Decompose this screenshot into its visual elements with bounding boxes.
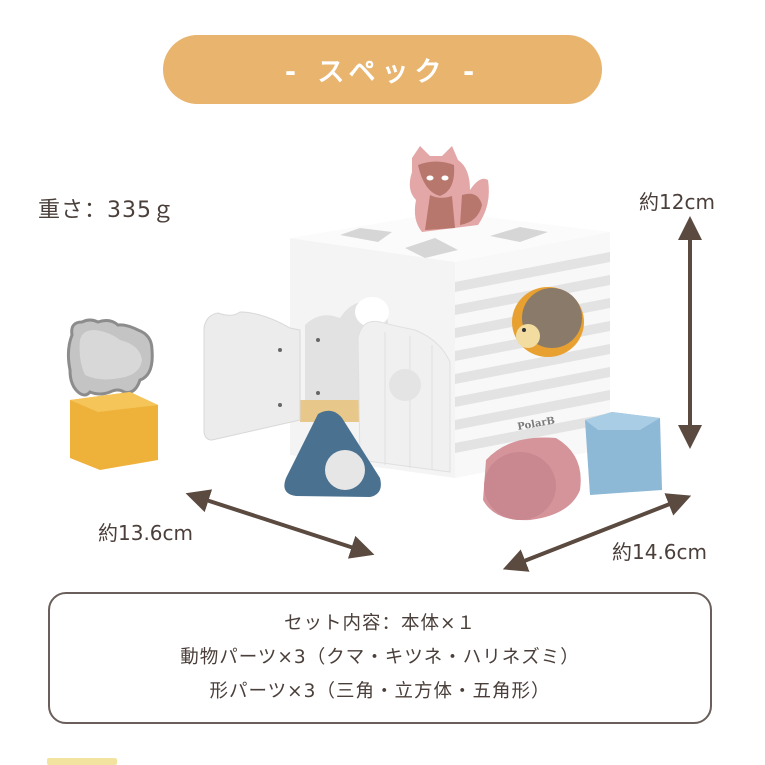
bear-figure (66, 318, 154, 397)
product-illustration: PolarB (66, 146, 702, 572)
bottom-accent-strip (47, 758, 117, 765)
yellow-cube (70, 392, 158, 470)
width-arrow (502, 493, 692, 572)
light-blue-pentagon (585, 412, 662, 495)
section-title-pill: - スペック - (163, 35, 602, 104)
pink-cylinder (483, 437, 581, 521)
section-title: - スペック - (284, 57, 481, 88)
depth-arrow (185, 489, 375, 559)
set-contents-box: セット内容：本体×１ 動物パーツ×3（クマ・キツネ・ハリネズミ） 形パーツ×3（… (48, 592, 712, 724)
shape-sorter-cube: PolarB (203, 212, 610, 478)
fox-figure (409, 146, 489, 232)
width-dimension-label: 約14.6cm (612, 540, 708, 564)
blue-triangle (284, 410, 381, 497)
contents-line-shapes: 形パーツ×3（三角・立方体・五角形） (209, 681, 551, 702)
weight-spec: 重さ：335ｇ (38, 198, 175, 223)
height-dimension-label: 約12cm (639, 190, 715, 214)
depth-dimension-label: 約13.6cm (98, 521, 194, 545)
hedgehog-figure (512, 287, 584, 357)
contents-line-main: セット内容：本体×１ (283, 613, 476, 634)
contents-line-animals: 動物パーツ×3（クマ・キツネ・ハリネズミ） (180, 647, 580, 668)
